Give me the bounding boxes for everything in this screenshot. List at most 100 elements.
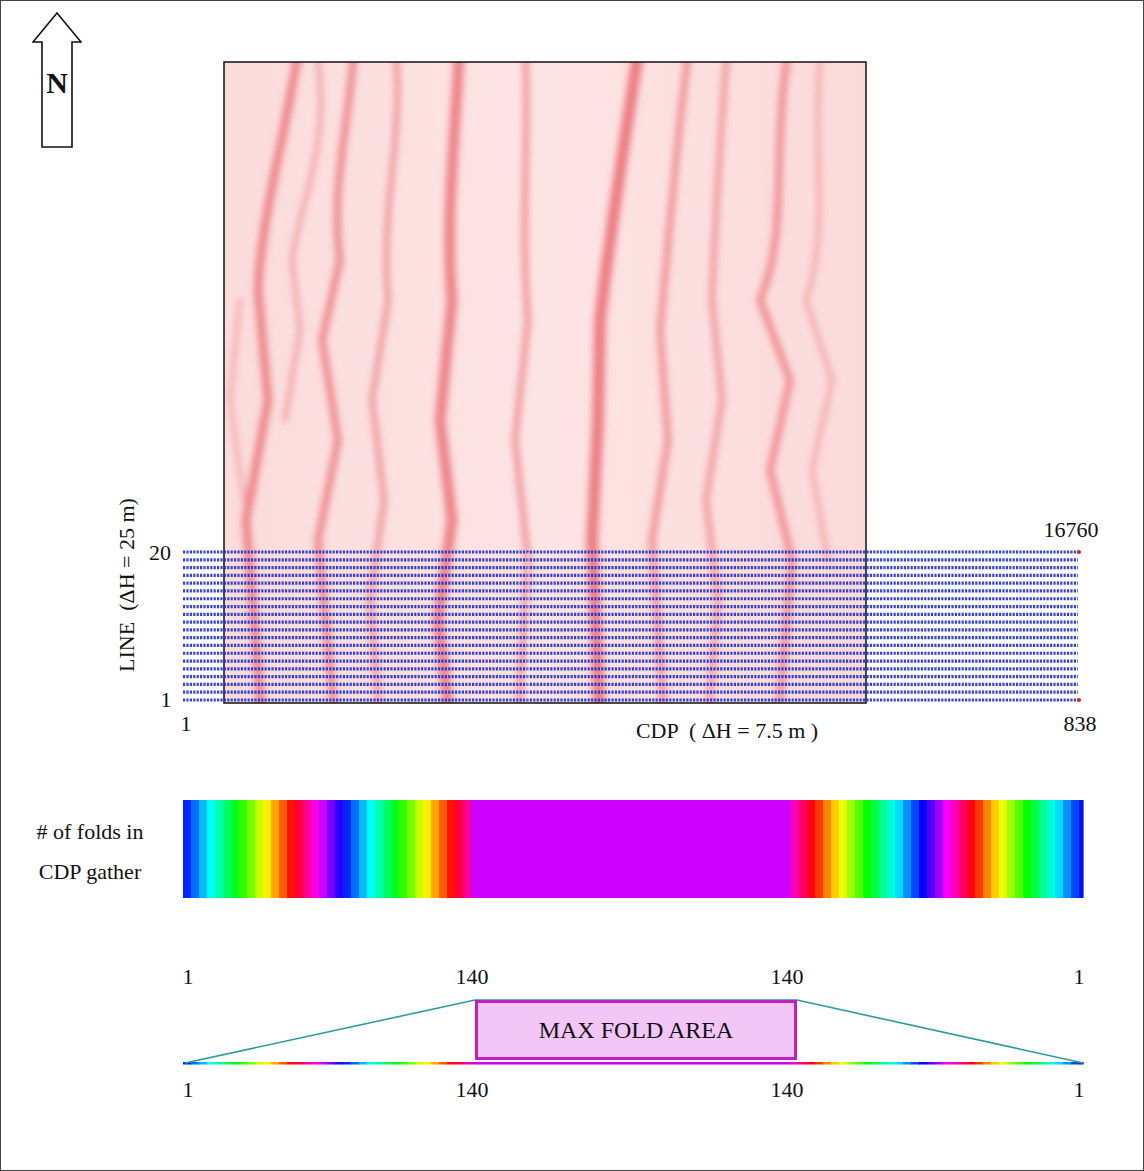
baseline-band: [263, 1062, 272, 1065]
baseline-band: [815, 1062, 824, 1065]
grid-gap: [528, 552, 529, 700]
grid-row: [183, 698, 1078, 701]
fold-band: [191, 800, 200, 898]
baseline-band: [439, 1062, 448, 1065]
fold-band: [1007, 800, 1016, 898]
fold-band: [807, 800, 816, 898]
fold-band: [703, 800, 712, 898]
baseline-band: [735, 1062, 744, 1065]
grid-row: [183, 628, 1078, 631]
baseline-band: [535, 1062, 544, 1065]
baseline-band: [375, 1062, 384, 1065]
baseline-band: [711, 1062, 720, 1065]
fold-band: [183, 800, 192, 898]
north-letter: N: [32, 68, 82, 98]
fold-band: [799, 800, 808, 898]
fold-band: [871, 800, 880, 898]
fold-band: [663, 800, 672, 898]
fold-band: [215, 800, 224, 898]
fold-band: [431, 800, 440, 898]
fold-band: [231, 800, 240, 898]
baseline-band: [343, 1062, 352, 1065]
baseline-band: [751, 1062, 760, 1065]
baseline-band: [679, 1062, 688, 1065]
fold-band: [999, 800, 1008, 898]
baseline-band: [911, 1062, 920, 1065]
baseline-band: [983, 1062, 992, 1065]
baseline-band: [759, 1062, 768, 1065]
baseline-band: [511, 1062, 520, 1065]
cdp-grid: [183, 550, 1081, 702]
fold-band: [767, 800, 776, 898]
fold-band: [751, 800, 760, 898]
baseline-band: [415, 1062, 424, 1065]
fold-band: [239, 800, 248, 898]
baseline-band: [799, 1062, 808, 1065]
baseline-band: [1031, 1062, 1040, 1065]
baseline-band: [871, 1062, 880, 1065]
fold-band: [599, 800, 608, 898]
baseline-band: [527, 1062, 536, 1065]
corner-dot: [1077, 698, 1081, 702]
grid-row: [183, 582, 1078, 585]
fold-count: 1: [183, 1078, 194, 1102]
fold-band: [919, 800, 928, 898]
bar-title: # of folds in CDP gather: [15, 812, 165, 891]
baseline-band: [775, 1062, 784, 1065]
fold-band: [943, 800, 952, 898]
max-fold-box: MAX FOLD AREA: [475, 1000, 797, 1060]
fold-band: [447, 800, 456, 898]
fold-count: 140: [771, 1078, 804, 1102]
fold-band: [951, 800, 960, 898]
fold-band: [271, 800, 280, 898]
fold-band: [895, 800, 904, 898]
fold-band: [743, 800, 752, 898]
fold-band: [519, 800, 528, 898]
fold-band: [695, 800, 704, 898]
fold-band: [207, 800, 216, 898]
fold-band: [503, 800, 512, 898]
fold-band: [359, 800, 368, 898]
fold-band: [615, 800, 624, 898]
grid-row: [183, 566, 1078, 569]
baseline-band: [199, 1062, 208, 1065]
fold-count: 140: [456, 965, 489, 989]
fold-band: [351, 800, 360, 898]
fold-band: [479, 800, 488, 898]
fold-band: [839, 800, 848, 898]
baseline-band: [239, 1062, 248, 1065]
baseline-band: [863, 1062, 872, 1065]
fold-band: [319, 800, 328, 898]
fold-band: [199, 800, 208, 898]
baseline-band: [879, 1062, 888, 1065]
fold-band: [983, 800, 992, 898]
fold-band: [863, 800, 872, 898]
baseline-band: [223, 1062, 232, 1065]
baseline-band: [559, 1062, 568, 1065]
baseline-band: [383, 1062, 392, 1065]
baseline-band: [1063, 1062, 1072, 1065]
fold-band: [303, 800, 312, 898]
cdp-number: 838: [1064, 712, 1097, 736]
baseline-band: [615, 1062, 624, 1065]
baseline-band: [351, 1062, 360, 1065]
fold-band: [287, 800, 296, 898]
fold-count: 1: [183, 965, 194, 989]
fold-band: [567, 800, 576, 898]
axis-title: LINE (ΔH = 25 m): [115, 498, 139, 672]
fold-band: [559, 800, 568, 898]
fold-band: [255, 800, 264, 898]
fold-band: [639, 800, 648, 898]
grid-row: [183, 589, 1078, 592]
fold-band: [847, 800, 856, 898]
baseline-band: [927, 1062, 936, 1065]
fold-band: [343, 800, 352, 898]
baseline-band: [847, 1062, 856, 1065]
baseline-band: [359, 1062, 368, 1065]
baseline-band: [367, 1062, 376, 1065]
fold-band: [383, 800, 392, 898]
fold-band: [831, 800, 840, 898]
baseline-band: [271, 1062, 280, 1065]
fold-band: [1055, 800, 1064, 898]
fold-band: [471, 800, 480, 898]
